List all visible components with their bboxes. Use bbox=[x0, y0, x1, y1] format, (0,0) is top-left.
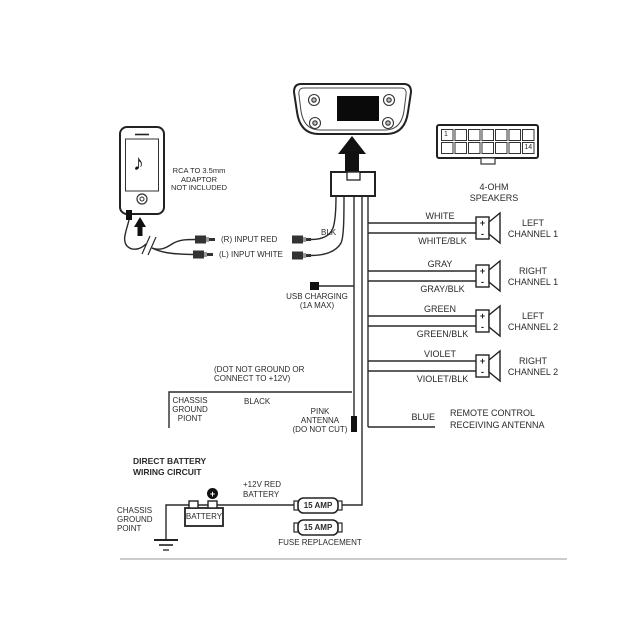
up-arrow-icon bbox=[338, 136, 366, 172]
fuse-label: 15 AMP bbox=[303, 523, 333, 532]
speaker-minus: - bbox=[481, 322, 484, 332]
ground-warning-label: (DOT NOT GROUND OR CONNECT TO +12V) bbox=[214, 365, 305, 384]
speaker-minus: - bbox=[481, 229, 484, 239]
speaker-minus: - bbox=[481, 277, 484, 287]
phone-screen bbox=[125, 138, 159, 192]
usb-connector-icon bbox=[310, 282, 319, 290]
14-pin-connector bbox=[436, 124, 539, 165]
channel-label: LEFT CHANNEL 2 bbox=[507, 311, 559, 333]
wiring-harness-plug bbox=[330, 171, 376, 197]
fuse-replacement-label: FUSE REPLACEMENT bbox=[278, 538, 362, 547]
wire-label-violet-blk: VIOLET/BLK bbox=[416, 374, 469, 384]
music-note-icon: ♪ bbox=[133, 150, 144, 175]
speaker-icon bbox=[475, 211, 501, 245]
rca-jack-right bbox=[292, 235, 311, 244]
audio-cable-split-r bbox=[151, 238, 197, 250]
rca-plug-red bbox=[195, 235, 215, 244]
wire-label-violet: VIOLET bbox=[423, 349, 456, 359]
phone bbox=[119, 126, 165, 236]
wire-black-ground bbox=[168, 391, 352, 428]
battery-label: BATTERY bbox=[185, 512, 223, 521]
cable-break-mark bbox=[141, 235, 157, 256]
speakers-heading: 4-OHM SPEAKERS bbox=[469, 182, 519, 203]
direct-battery-heading: DIRECT BATTERY WIRING CIRCUIT bbox=[133, 456, 207, 477]
wire-rca-right bbox=[310, 195, 337, 241]
usb-charging-label: USB CHARGING (1A MAX) bbox=[286, 292, 348, 311]
chassis-ground-lower-label: CHASSIS GROUND POINT bbox=[117, 506, 153, 534]
screw-icon bbox=[307, 93, 396, 130]
audio-cable bbox=[123, 219, 147, 250]
wire-label-green-blk: GREEN/BLK bbox=[416, 329, 469, 339]
up-arrow-small-icon bbox=[134, 217, 146, 236]
wire-label-black: BLACK bbox=[244, 397, 271, 406]
speaker-icon bbox=[475, 304, 501, 338]
audio-cable-split-l bbox=[151, 247, 197, 256]
rca-right-label: (R) INPUT RED bbox=[221, 235, 278, 244]
wire-label-gray: GRAY bbox=[427, 259, 453, 269]
chassis-ground-upper-label: CHASSIS GROUND PIONT bbox=[172, 396, 208, 423]
fuse-holder bbox=[293, 519, 343, 536]
channel-label: LEFT CHANNEL 1 bbox=[507, 218, 559, 240]
wire-label-gray-blk: GRAY/BLK bbox=[420, 284, 465, 294]
connector-pin-14-label: 14 bbox=[524, 144, 533, 151]
battery-plus-icon bbox=[207, 488, 218, 499]
battery: + bbox=[184, 488, 224, 527]
rca-jack-left bbox=[292, 251, 311, 260]
aux-plug-icon bbox=[126, 210, 132, 220]
fuse-label: 15 AMP bbox=[303, 501, 333, 510]
wire-label-blue: BLUE bbox=[411, 412, 435, 422]
wire-battery-ground bbox=[165, 504, 294, 539]
connector-pin-1-label: 1 bbox=[444, 131, 448, 138]
channel-label: RIGHT CHANNEL 1 bbox=[507, 266, 559, 288]
wire-label-green: GREEN bbox=[423, 304, 456, 314]
speaker-icon bbox=[475, 259, 501, 293]
battery-plus-sign: + bbox=[210, 489, 215, 499]
speaker-icon bbox=[475, 349, 501, 383]
wire-label-white: WHITE bbox=[425, 211, 455, 221]
speaker-plus: + bbox=[480, 266, 485, 276]
adaptor-note: RCA TO 3.5mm ADAPTOR NOT INCLUDED bbox=[170, 166, 228, 193]
wire-rca-left bbox=[310, 195, 345, 257]
blk-label: BLK bbox=[321, 228, 337, 237]
pink-antenna-label: PINK ANTENNA (DO NOT CUT) bbox=[292, 407, 348, 434]
speaker-plus: + bbox=[480, 218, 485, 228]
display-screen bbox=[337, 96, 379, 121]
wire-label-white-blk: WHITE/BLK bbox=[418, 236, 467, 246]
v12-red-label: +12V RED BATTERY bbox=[243, 480, 282, 500]
wire-12v-red bbox=[342, 196, 363, 506]
head-unit bbox=[292, 83, 413, 135]
home-button-icon bbox=[136, 193, 148, 205]
speaker-minus: - bbox=[481, 367, 484, 377]
channel-label: RIGHT CHANNEL 2 bbox=[507, 356, 559, 378]
speaker-plus: + bbox=[480, 356, 485, 366]
rca-plug-white bbox=[193, 250, 213, 259]
remote-antenna-label: REMOTE CONTROL RECEIVING ANTENNA bbox=[450, 408, 545, 431]
rca-left-label: (L) INPUT WHITE bbox=[219, 250, 283, 259]
fuse-holder bbox=[293, 497, 343, 514]
ground-symbol-icon bbox=[154, 539, 178, 551]
speaker-plus: + bbox=[480, 311, 485, 321]
antenna-tip-mark bbox=[351, 416, 357, 432]
